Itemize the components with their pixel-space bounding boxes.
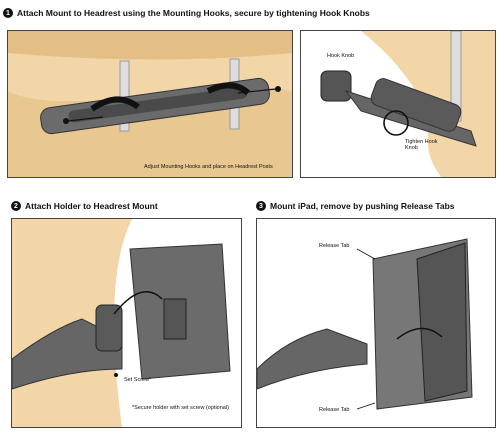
- step1-caption: Adjust Mounting Hooks and place on Headr…: [144, 164, 273, 170]
- step3-title: Mount iPad, remove by pushing Release Ta…: [270, 201, 455, 211]
- step1-detail-panel: Hook Knob Tighten Hook Knob: [300, 30, 496, 178]
- release-tab-top-label: Release Tab: [319, 243, 350, 249]
- headrest-mount-illustration: [8, 31, 292, 177]
- tighten-label: Tighten Hook Knob: [405, 139, 438, 152]
- step1-title: Attach Mount to Headrest using the Mount…: [17, 8, 370, 18]
- step2-panel: Set Screw* *Secure holder with set screw…: [11, 218, 242, 428]
- step3-panel: Release Tab Release Tab: [256, 218, 496, 428]
- holder-attach-illustration: [12, 219, 231, 427]
- ipad-mount-illustration: [257, 238, 473, 410]
- step2-heading: 2 Attach Holder to Headrest Mount: [11, 201, 158, 211]
- step2-number: 2: [11, 201, 21, 211]
- step1-number: 1: [3, 8, 13, 18]
- hook-knob-illustration: [320, 31, 495, 177]
- set-screw-note: *Secure holder with set screw (optional): [132, 405, 229, 411]
- step3-heading: 3 Mount iPad, remove by pushing Release …: [256, 201, 455, 211]
- hook-knob-label: Hook Knob: [327, 53, 355, 59]
- step1-heading: 1 Attach Mount to Headrest using the Mou…: [3, 8, 370, 18]
- step2-title: Attach Holder to Headrest Mount: [25, 201, 158, 211]
- step3-number: 3: [256, 201, 266, 211]
- release-tab-bottom-label: Release Tab: [319, 407, 350, 413]
- set-screw-label: Set Screw*: [124, 377, 152, 383]
- step1-main-panel: Adjust Mounting Hooks and place on Headr…: [7, 30, 293, 178]
